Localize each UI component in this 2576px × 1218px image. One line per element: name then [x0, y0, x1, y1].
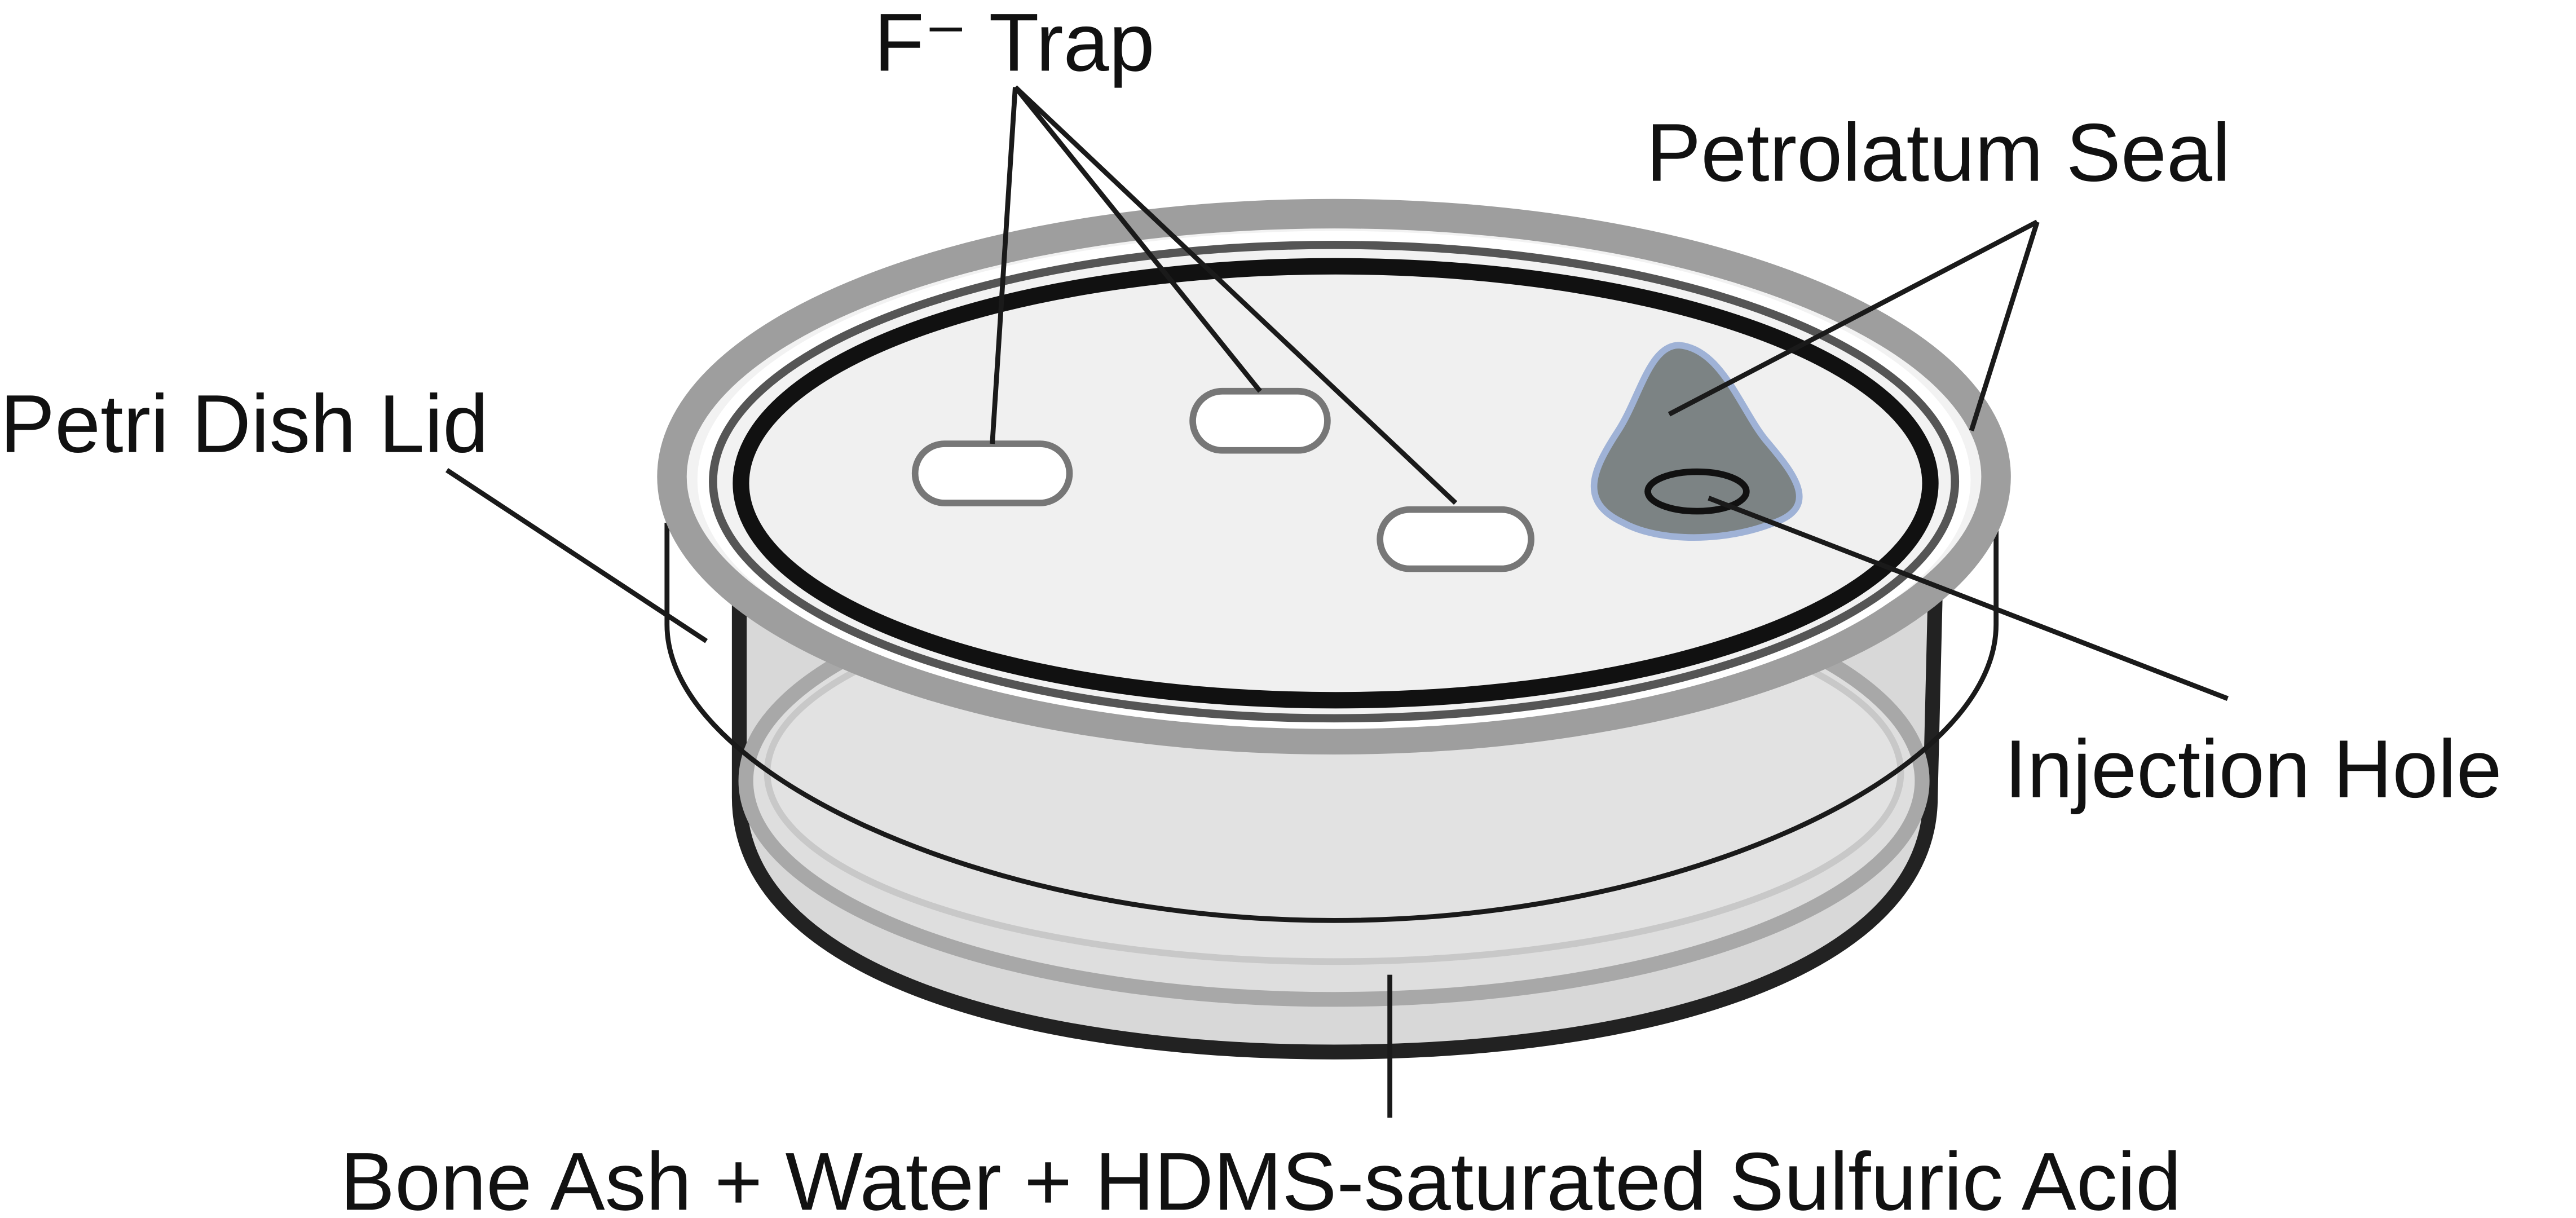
label-petrolatum-seal: Petrolatum Seal — [1646, 107, 2230, 198]
leader-injection-hole — [1708, 496, 2229, 701]
petri-dish-lid — [657, 198, 2011, 923]
labels: F⁻ Trap Petrolatum Seal Petri Dish Lid I… — [0, 0, 2502, 1218]
leader-f-trap-1 — [990, 87, 1018, 444]
label-bottom-contents: Bone Ash + Water + HDMS-saturated Sulfur… — [340, 1135, 2181, 1218]
leader-petri-dish-lid — [445, 468, 708, 643]
f-trap-3 — [1377, 506, 1534, 572]
f-trap-2 — [1189, 387, 1331, 454]
leader-seal-blob — [1668, 219, 2039, 417]
leader-f-trap-2 — [1013, 85, 1262, 393]
label-petri-dish-lid: Petri Dish Lid — [0, 378, 488, 470]
label-injection-hole: Injection Hole — [2004, 723, 2502, 815]
leader-f-trap-3 — [1013, 85, 1458, 505]
lid-inner-ring — [733, 258, 1939, 709]
lid-white-ring — [697, 231, 1971, 729]
leader-lines — [445, 85, 2229, 1118]
petrolatum-seal — [1590, 342, 1803, 541]
f-trap-1 — [911, 440, 1073, 506]
leader-seal-rim — [1969, 221, 2040, 432]
lid-grey-ring — [709, 241, 1960, 723]
injection-hole — [1644, 468, 1750, 515]
label-f-trap: F⁻ Trap — [874, 0, 1155, 88]
lid-side-wall — [664, 516, 1999, 923]
f-traps — [911, 387, 1534, 572]
